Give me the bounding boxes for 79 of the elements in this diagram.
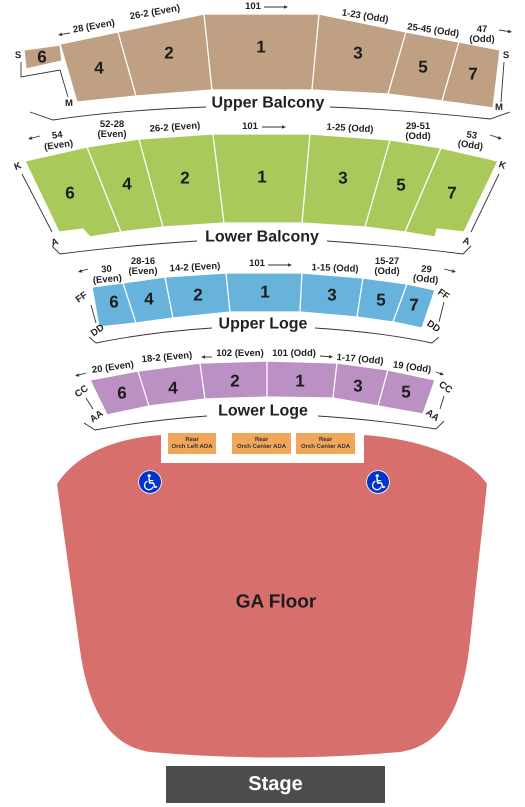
section-number: 4 [168,380,178,396]
row-letter: AA [88,408,106,426]
section-number: 5 [418,58,428,76]
row-range-label: 1-23 (Odd) [341,8,389,26]
section-number: 5 [396,176,406,194]
row-range-label: 52-28 (Even) [97,120,127,140]
row-range-label: 1-17 (Odd) [336,352,384,368]
row-range-label: 15-27 (Odd) [374,257,400,277]
row-range-label: 102 (Even) [216,349,264,359]
row-range-label: 28 (Even) [72,18,116,36]
section-number: 4 [94,60,104,76]
row-letter: K [13,161,23,173]
section-number: 1 [295,372,305,390]
row-letter: M [65,99,73,109]
section-number: 3 [338,170,348,186]
row-range-label: 19 (Odd) [392,360,432,376]
row-range-label: 53 (Odd) [457,129,485,153]
row-range-label: 47 (Odd) [469,25,495,45]
row-letter: A [461,236,471,248]
row-range-label: 25-45 (Odd) [406,22,460,40]
section-number: 2 [193,286,203,304]
row-range-label: 29-51 (Odd) [405,122,431,142]
row-range-label: 26-2 (Even) [149,121,201,135]
row-letter: DD [424,318,442,336]
ada-seating-block [296,433,355,454]
section-number: 4 [144,290,154,308]
section-number: 2 [164,44,174,62]
ada-seating-block [168,433,216,454]
level-label: Upper Balcony [212,96,324,112]
row-range-label: 101 [245,2,261,12]
section-number: 2 [180,170,190,186]
row-range-label: 29 (Odd) [412,264,440,286]
row-range-label: 28-16 (Even) [128,257,158,277]
row-letter: A [50,237,60,249]
section-number: 1 [257,168,267,186]
row-letter: CC [74,384,90,400]
row-letter: CC [436,380,454,396]
section-number: 3 [327,286,337,304]
section-label: GA Floor [236,592,316,612]
row-letter: M [495,103,503,113]
row-range-label: 20 (Even) [91,360,135,376]
section-number: 6 [65,184,75,202]
row-letter: AA [424,408,440,424]
section-number: 5 [401,384,411,400]
section-number: 6 [37,48,47,66]
row-range-label: 18-2 (Even) [141,350,193,366]
row-range-label: 101 (Odd) [272,349,316,359]
row-letter: K [497,160,507,172]
row-range-label: 14-2 (Even) [169,262,221,274]
row-letter: DD [90,322,106,340]
row-letter: S [14,51,22,61]
section-number: 7 [468,66,478,82]
row-letter: FF [74,290,90,306]
section-number: 1 [256,38,266,56]
section-number: 5 [376,292,386,308]
section-number: 2 [230,372,240,390]
level-label: Lower Balcony [205,230,319,246]
section-number: 6 [109,294,119,310]
ada-seating-block [232,433,291,454]
section-number: 6 [117,384,127,402]
stage-block [166,766,385,803]
section-number: 3 [353,44,363,62]
row-range-label: 101 [242,122,258,132]
stage-label: Stage [248,774,303,795]
row-letter: FF [435,288,451,302]
row-range-label: 1-25 (Odd) [326,122,374,136]
section-number: 1 [260,284,270,300]
row-range-label: 54 (Even) [42,129,74,153]
row-letter: S [502,51,510,61]
row-range-label: 101 [249,259,265,269]
section-number: 4 [122,176,132,192]
section-number: 7 [447,184,457,202]
level-label: Lower Loge [218,404,308,420]
section-number: 3 [353,378,363,394]
level-label: Upper Loge [218,316,308,334]
row-range-label: 30 (Even) [92,264,122,286]
section-number: 7 [409,296,419,314]
row-range-label: 26-2 (Even) [129,4,181,22]
row-range-label: 1-15 (Odd) [311,263,359,275]
